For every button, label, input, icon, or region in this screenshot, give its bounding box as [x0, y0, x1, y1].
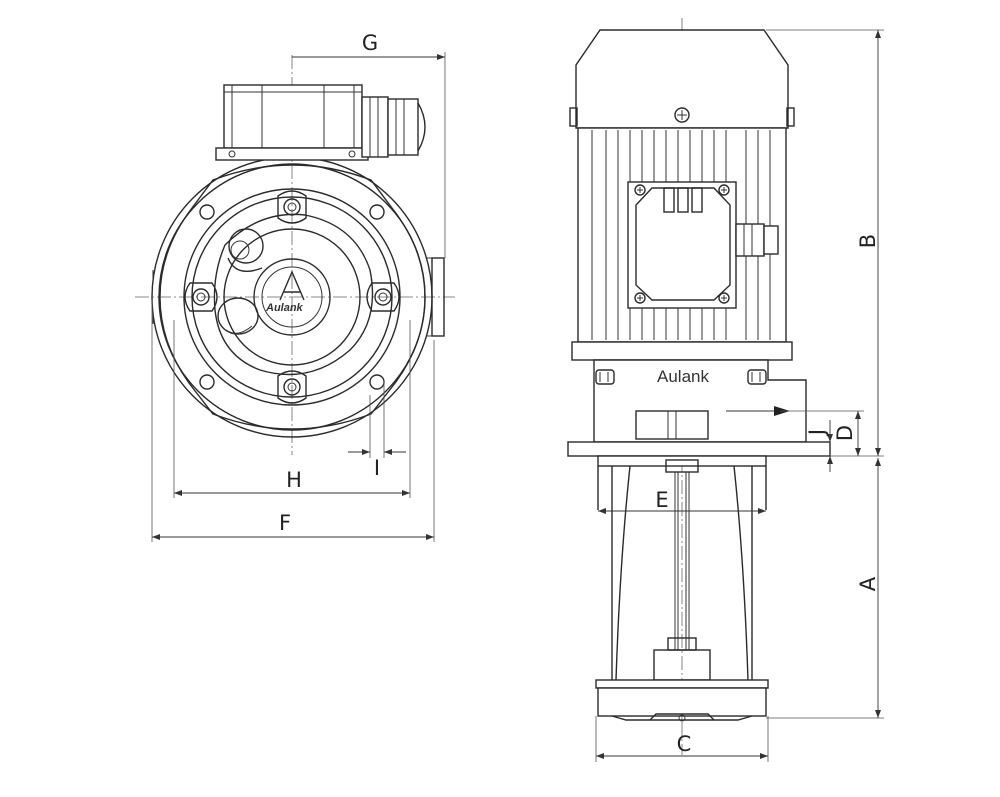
- label-G: G: [362, 31, 378, 55]
- side-view: Aulank: [567, 18, 884, 762]
- label-E: E: [655, 488, 668, 512]
- brand-logo-front: Aulank: [265, 270, 305, 314]
- label-A: A: [856, 576, 880, 591]
- dimension-I: I: [348, 380, 406, 480]
- label-J: J: [805, 429, 829, 437]
- dimension-C: C: [595, 716, 769, 762]
- label-H: H: [286, 468, 302, 492]
- label-C: C: [677, 732, 692, 756]
- dimension-D: D: [780, 410, 864, 456]
- dimension-E: E: [598, 488, 766, 514]
- dimension-A: A: [766, 455, 884, 719]
- label-I: I: [374, 456, 380, 480]
- bolt-boss-bottom: [277, 370, 307, 404]
- label-F: F: [279, 511, 291, 535]
- terminal-box-side: [627, 181, 779, 309]
- dimension-H: H: [173, 320, 411, 498]
- label-D: D: [833, 425, 857, 441]
- dimension-G: G: [292, 31, 446, 258]
- dimension-F: F: [151, 300, 435, 542]
- bolt-boss-right: [366, 282, 400, 312]
- dimension-J: J: [805, 420, 833, 472]
- front-view: Aulank G: [135, 31, 455, 542]
- label-B: B: [856, 234, 880, 248]
- dimension-B: B: [766, 29, 884, 456]
- junction-box: [215, 84, 426, 161]
- brand-label-side: Aulank: [657, 367, 709, 386]
- brand-label-front: Aulank: [265, 302, 304, 314]
